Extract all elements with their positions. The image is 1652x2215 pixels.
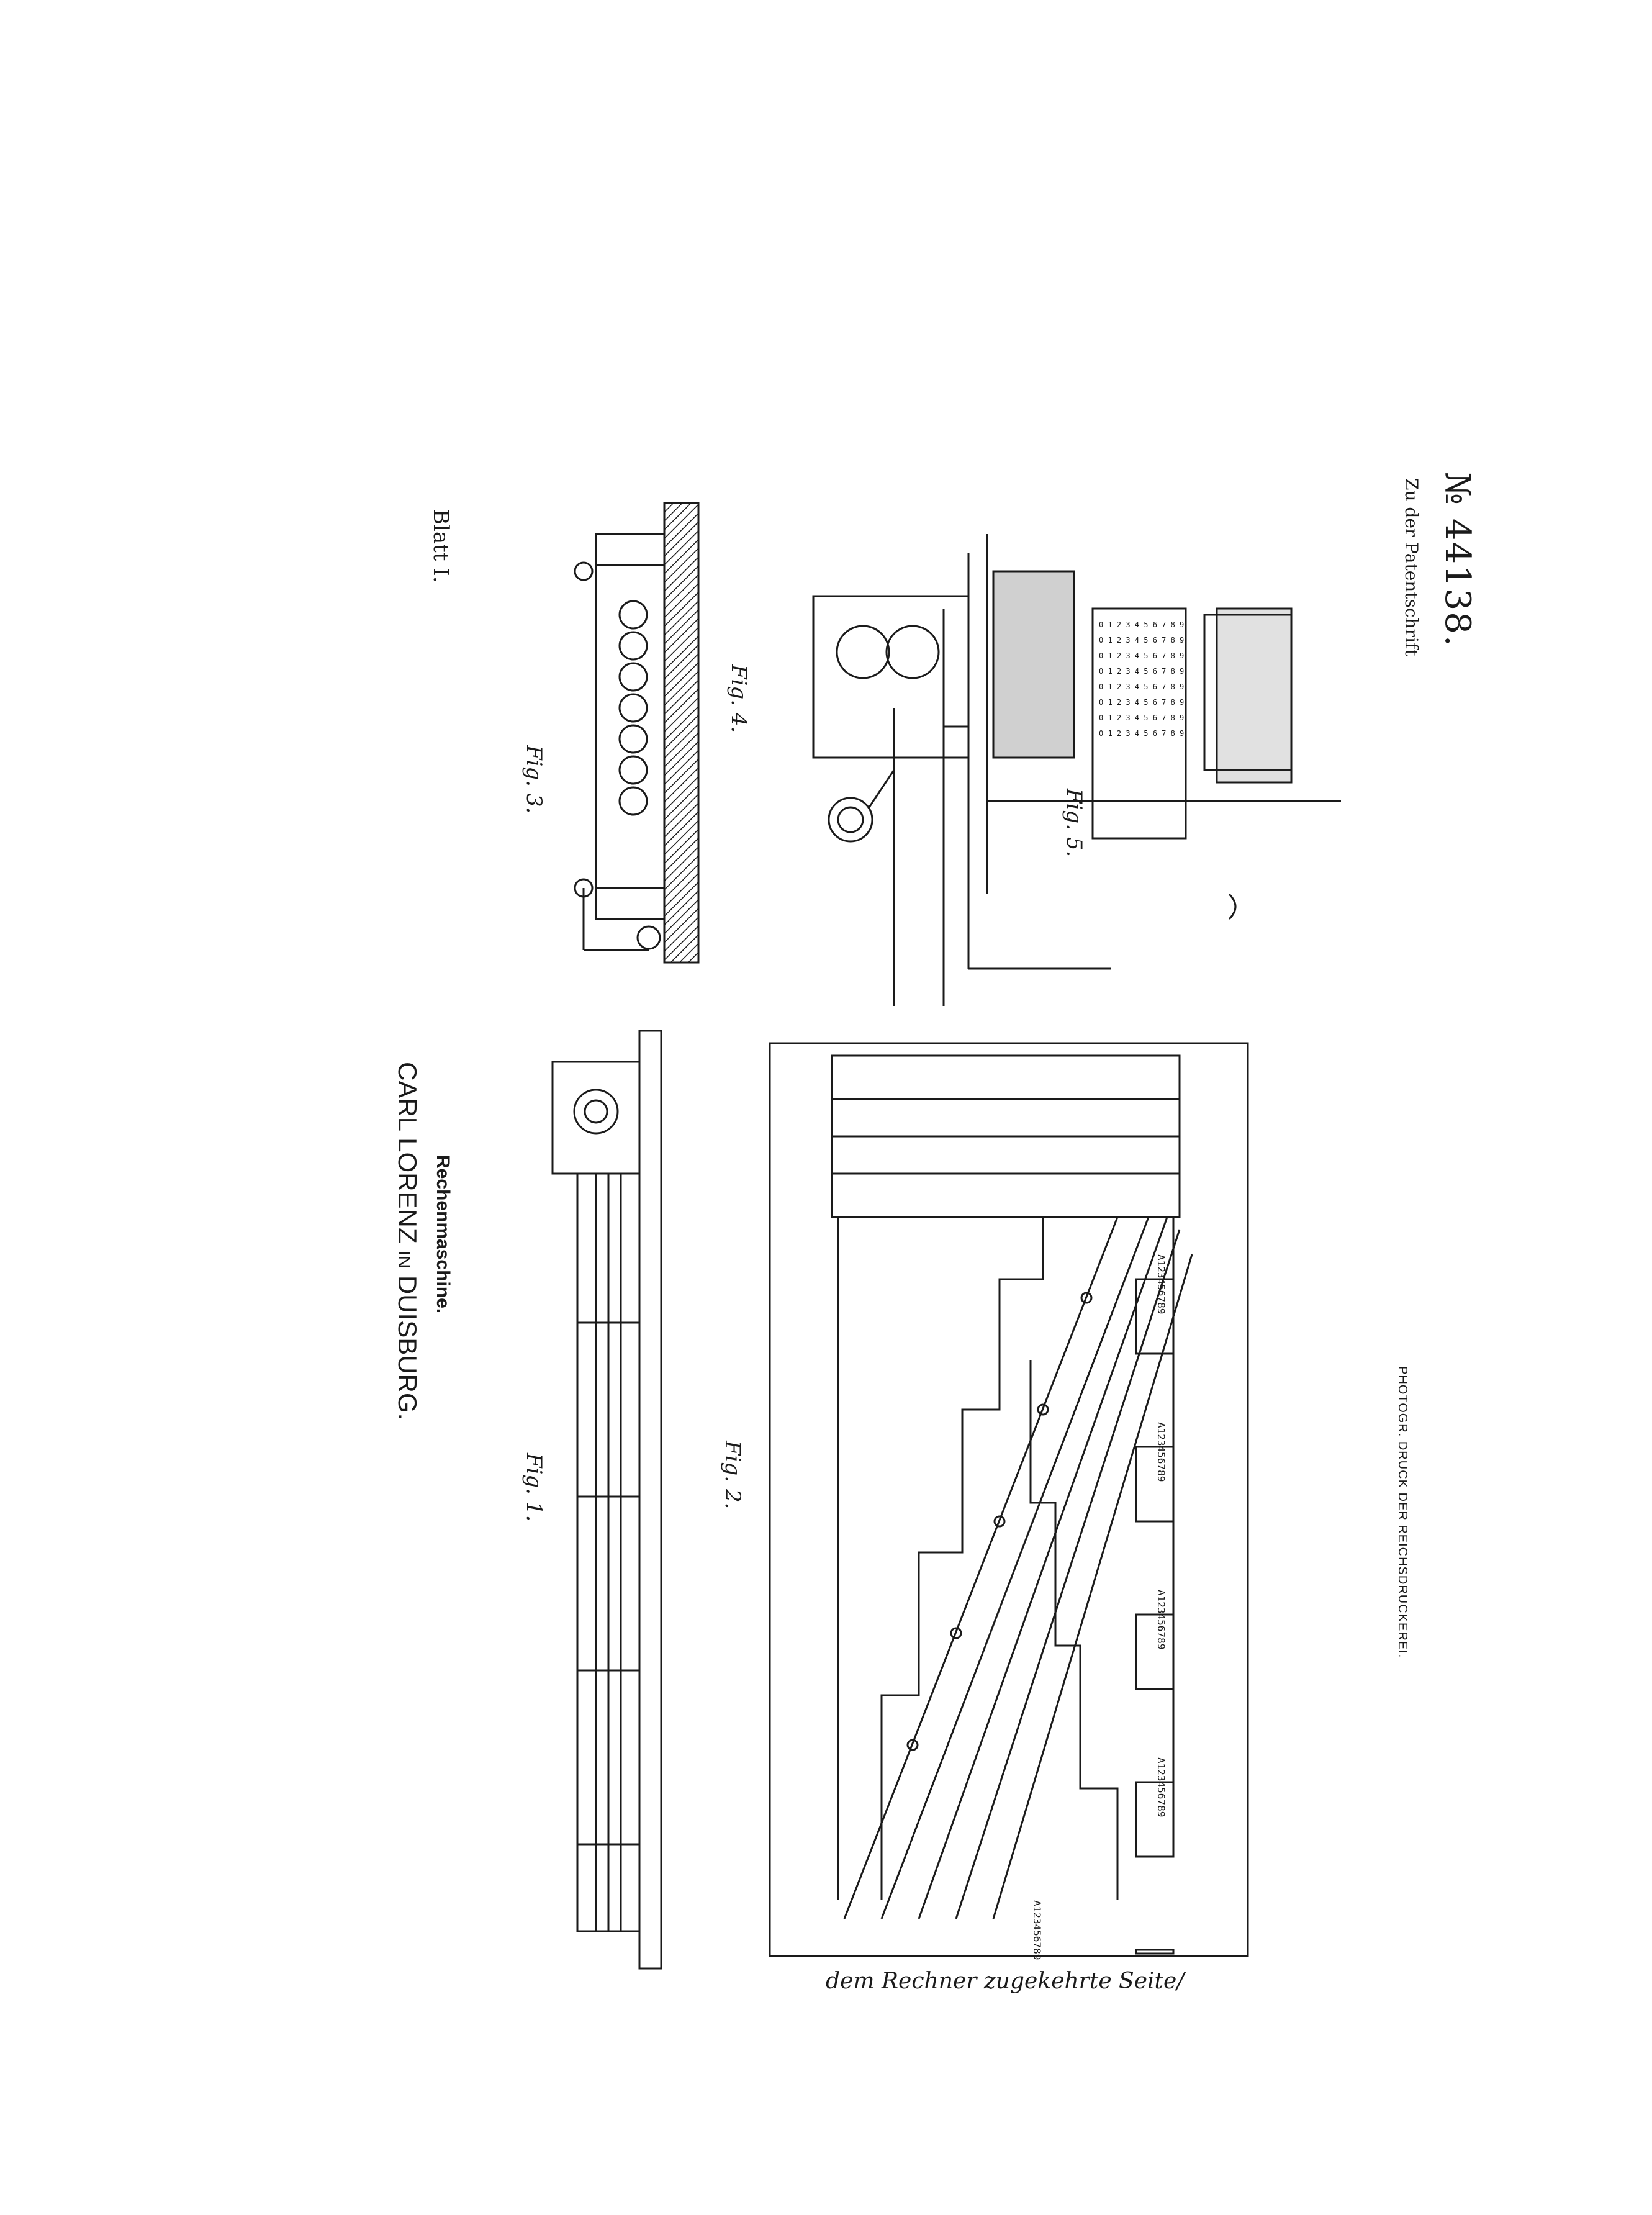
fig1-drawing [551, 1030, 662, 1970]
svg-text:0 1 2 3 4 5 6 7 8 9: 0 1 2 3 4 5 6 7 8 9 [1099, 636, 1184, 645]
svg-text:0 1 2 3 4 5 6 7 8 9: 0 1 2 3 4 5 6 7 8 9 [1099, 682, 1184, 691]
svg-text:0 1 2 3 4 5 6 7 8 9: 0 1 2 3 4 5 6 7 8 9 [1099, 620, 1184, 629]
hand-note: dem Rechner zugekehrte Seite/ [826, 1968, 1185, 1994]
dial-digits-1: A123456789 [1155, 1254, 1167, 1315]
subject-title: Rechenmaschine. [433, 1155, 453, 1314]
fig2-drawing [769, 1042, 1249, 1957]
fig4-drawing [812, 595, 970, 1006]
fig5-drawing: 0 1 2 3 4 5 6 7 8 9 0 1 2 3 4 5 6 7 8 9 … [967, 534, 1341, 970]
svg-text:0 1 2 3 4 5 6 7 8 9: 0 1 2 3 4 5 6 7 8 9 [1099, 713, 1184, 722]
fig3-drawing [574, 502, 700, 964]
svg-text:0 1 2 3 4 5 6 7 8 9: 0 1 2 3 4 5 6 7 8 9 [1099, 667, 1184, 676]
inventor-city: DUISBURG. [393, 1275, 422, 1421]
patent-number: № 44138. [1437, 472, 1478, 648]
dial-digits-2: A123456789 [1155, 1422, 1167, 1482]
svg-text:0 1 2 3 4 5 6 7 8 9: 0 1 2 3 4 5 6 7 8 9 [1099, 729, 1184, 738]
sheet-label: Blatt I. [428, 509, 453, 583]
inventor-in: IN [395, 1251, 414, 1269]
svg-text:0 1 2 3 4 5 6 7 8 9: 0 1 2 3 4 5 6 7 8 9 [1099, 651, 1184, 660]
dial-digits-4: A123456789 [1155, 1757, 1167, 1818]
dial-digits-3: A123456789 [1155, 1590, 1167, 1650]
inventor-name: CARL LORENZ [393, 1062, 422, 1244]
inventor-title: CARL LORENZ IN DUISBURG. [392, 1062, 422, 1420]
svg-text:0 1 2 3 4 5 6 7 8 9: 0 1 2 3 4 5 6 7 8 9 [1099, 698, 1184, 707]
fig2-label: Fig. 2. [720, 1441, 745, 1510]
printer-imprint: PHOTOGR. DRUCK DER REICHSDRUCKEREI. [1396, 1366, 1409, 1659]
dial-digits-5: A123456789 [1031, 1900, 1043, 1960]
patent-reference: Zu der Patentschrift [1401, 478, 1422, 656]
fig3-label: Fig. 3. [521, 745, 546, 814]
